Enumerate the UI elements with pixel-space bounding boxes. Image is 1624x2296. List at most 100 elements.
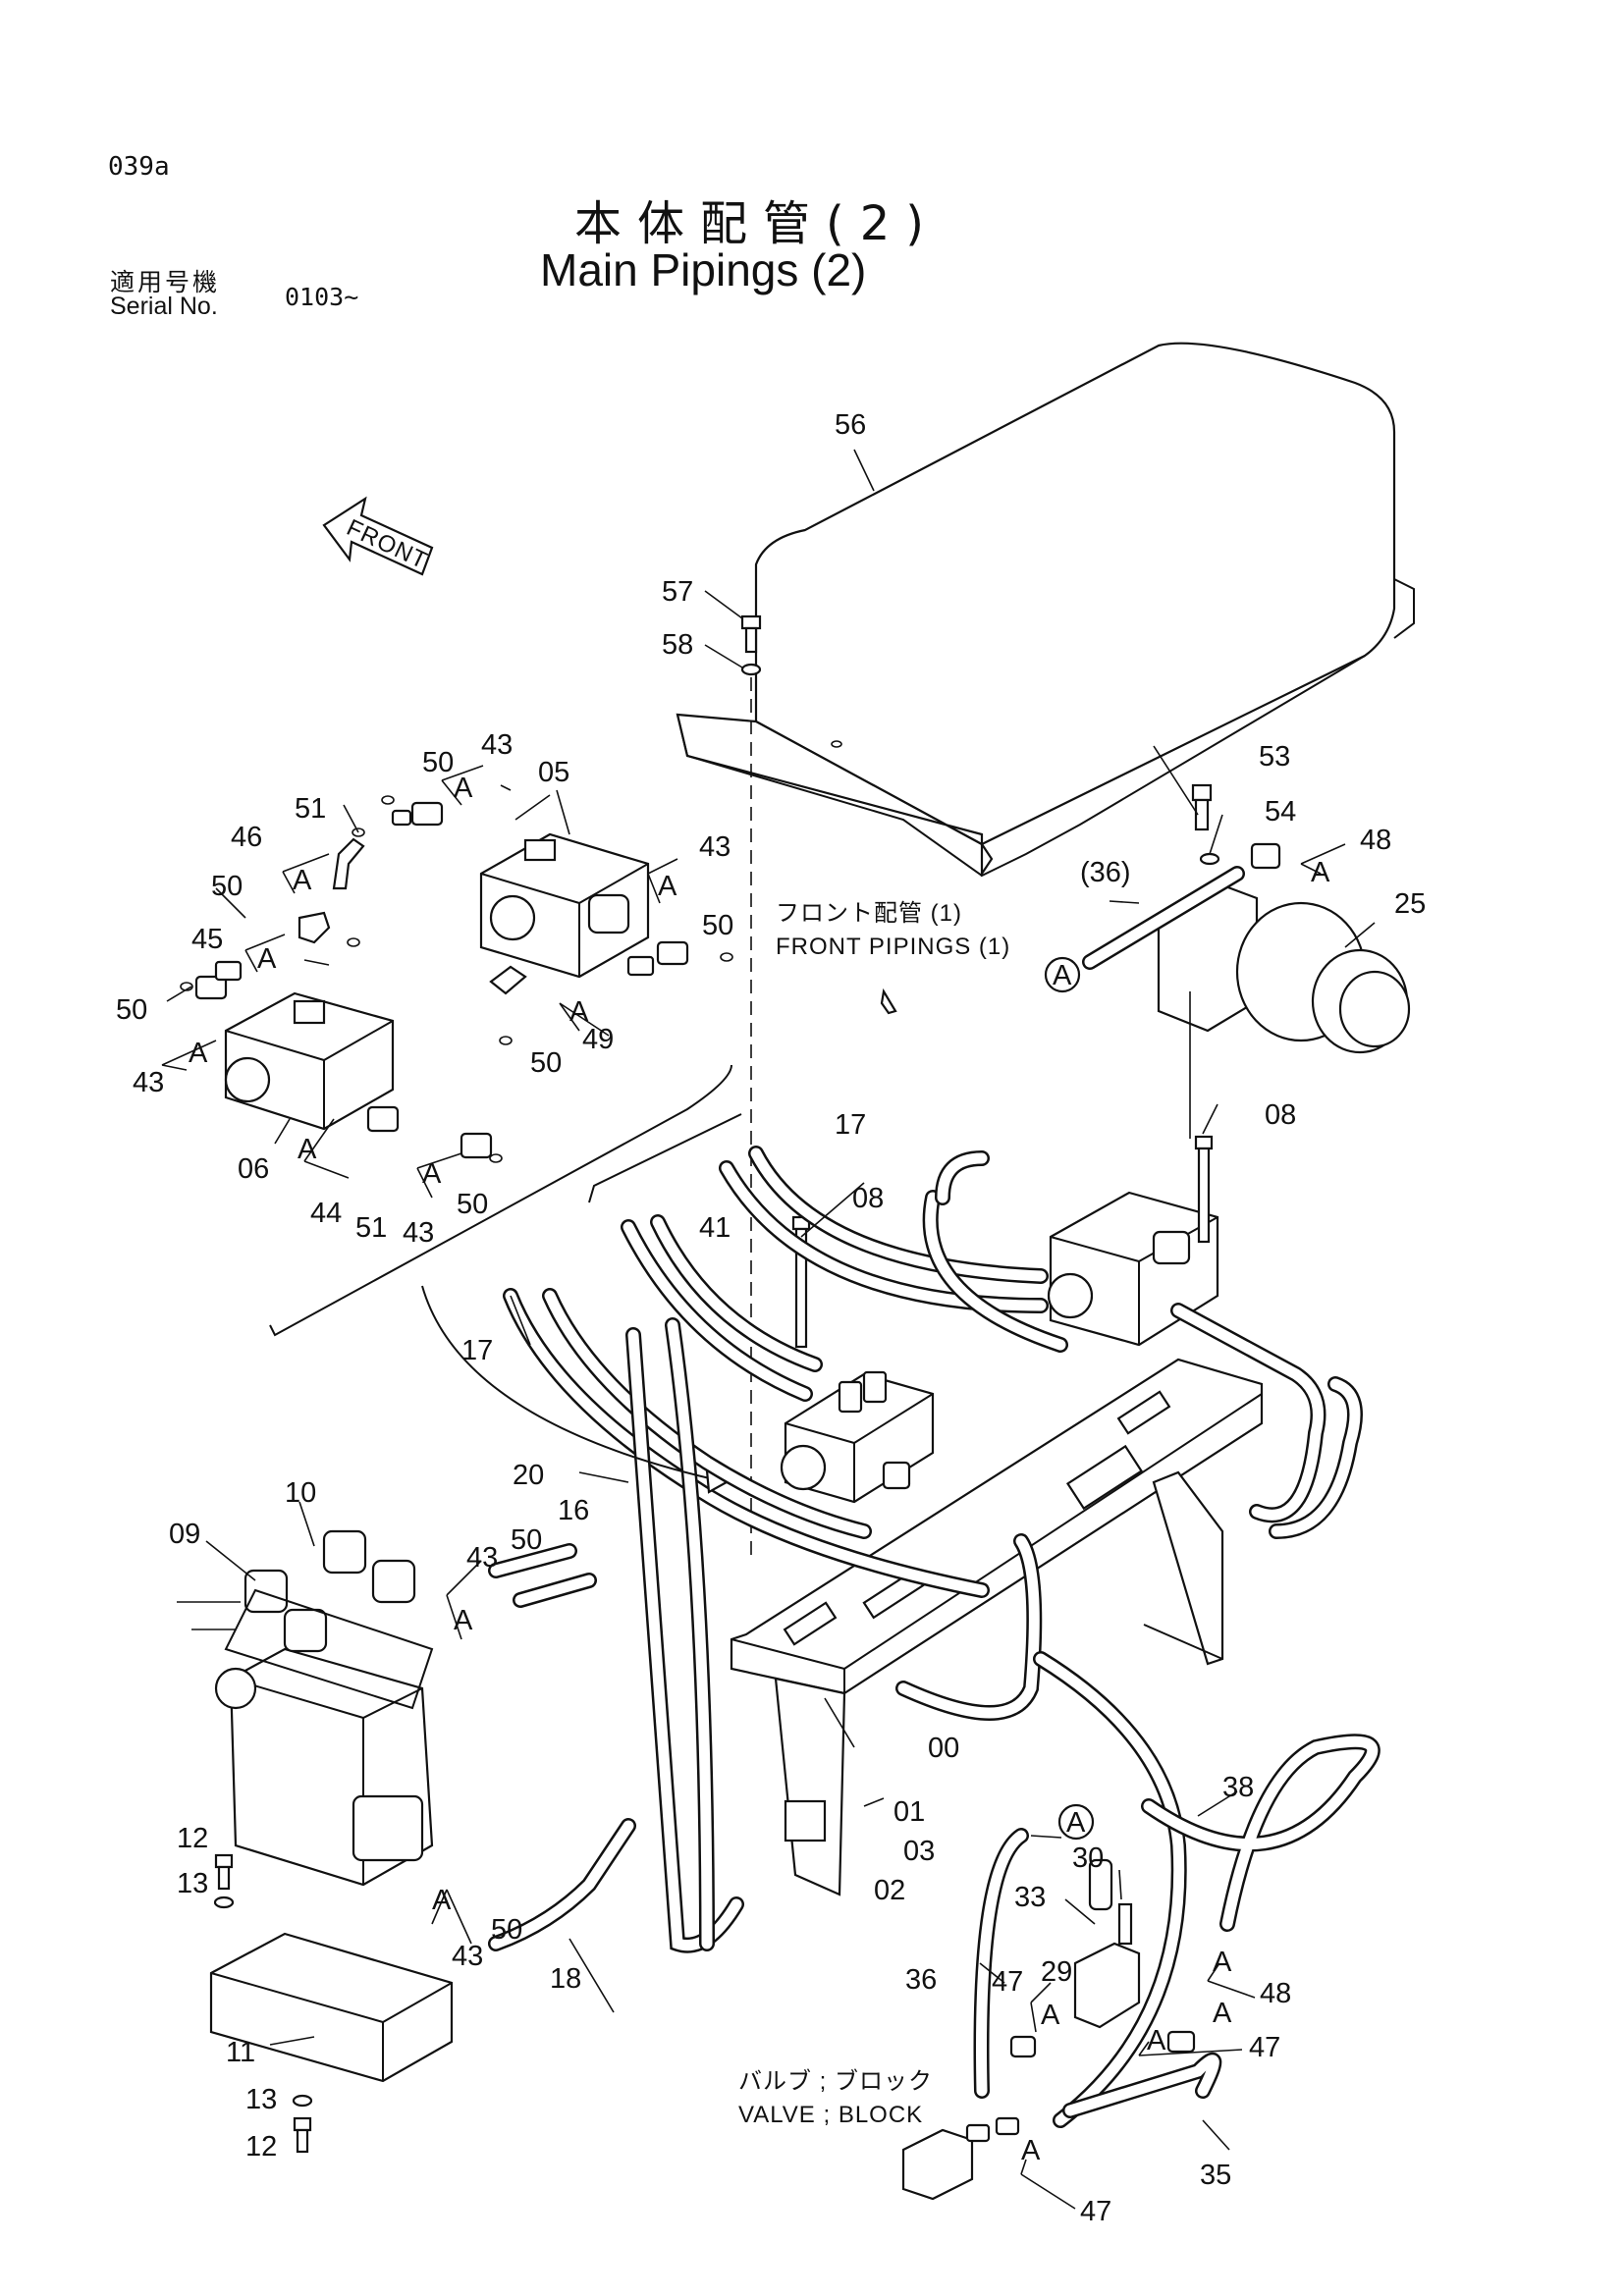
callout-45: 45 <box>191 924 223 955</box>
callout-36: 36 <box>905 1964 937 1996</box>
callout-47: 47 <box>1080 2196 1111 2227</box>
callout-43: 43 <box>466 1542 498 1574</box>
callout-33: 33 <box>1014 1882 1046 1913</box>
callout-00: 00 <box>928 1733 959 1764</box>
callout-36-reference: (36) <box>1080 857 1131 888</box>
marker-a: A <box>189 1038 208 1069</box>
circled-a-label: A <box>1066 1807 1086 1839</box>
marker-a: A <box>1213 1947 1232 1978</box>
circled-a-marker <box>1057 1803 1095 1841</box>
callout-13: 13 <box>245 2084 277 2115</box>
callout-57: 57 <box>662 576 693 608</box>
callout-02: 02 <box>874 1875 905 1906</box>
valve-block-06 <box>224 991 395 1131</box>
callout-10: 10 <box>285 1477 316 1509</box>
marker-a: A <box>1041 2000 1060 2031</box>
page-code: 039a <box>108 152 170 182</box>
serial-label-english: Serial No. <box>110 293 218 320</box>
callout-53: 53 <box>1259 741 1290 773</box>
callout-labels: 56 57 58 50 43 05 43 50 51 46 50 45 50 4… <box>116 409 1426 2227</box>
callout-03: 03 <box>903 1836 935 1867</box>
page-title-japanese: 本体配管(2) <box>574 196 940 251</box>
callout-50: 50 <box>457 1189 488 1220</box>
marker-a: A <box>422 1158 442 1190</box>
front-pipings-note-ja: フロント配管 (1) <box>776 900 962 927</box>
callout-01: 01 <box>893 1796 925 1828</box>
callout-29: 29 <box>1041 1956 1072 1988</box>
serial-label-japanese: 適用号機 <box>110 268 221 296</box>
control-valve-assembly-10 <box>177 1529 434 1887</box>
front-arrow-label: FRONT <box>343 514 432 575</box>
callout-12: 12 <box>177 1823 208 1854</box>
callout-47: 47 <box>992 1966 1023 1998</box>
bolt-57 <box>740 614 762 1561</box>
callout-30: 30 <box>1072 1842 1104 1874</box>
marker-a: A <box>257 943 277 975</box>
callout-54: 54 <box>1265 796 1296 828</box>
callout-50: 50 <box>422 747 454 778</box>
callout-05: 05 <box>538 757 569 788</box>
callout-50: 50 <box>530 1047 562 1079</box>
callout-50: 50 <box>491 1914 522 1946</box>
a-marker-brackets <box>161 765 1346 2210</box>
callout-43: 43 <box>699 831 731 863</box>
callout-43: 43 <box>481 729 513 761</box>
callout-56: 56 <box>835 409 866 441</box>
valve-block-29 <box>901 1858 1196 2201</box>
callout-08: 08 <box>852 1183 884 1214</box>
callout-44: 44 <box>310 1198 342 1229</box>
marker-a: A <box>1213 1998 1232 2029</box>
callout-51: 51 <box>295 793 326 825</box>
page-title-english: Main Pipings (2) <box>540 244 867 295</box>
marker-a: A <box>454 1605 473 1636</box>
hose-bundle-main <box>488 1146 1363 1953</box>
marker-a: A <box>1021 2135 1041 2166</box>
callout-09: 09 <box>169 1519 200 1550</box>
callout-18: 18 <box>550 1963 581 1995</box>
frame-part-00 <box>730 1358 1264 1896</box>
bracket-41-17 <box>588 1113 742 1203</box>
callout-41: 41 <box>699 1212 731 1244</box>
front-arrow-icon: FRONT <box>322 496 434 576</box>
hoses-lower-right <box>973 1651 1380 2128</box>
callout-35: 35 <box>1200 2160 1231 2191</box>
callout-50: 50 <box>211 871 243 902</box>
valve-block-note-en: VALVE ; BLOCK <box>738 2102 923 2128</box>
callout-38: 38 <box>1222 1772 1254 1803</box>
swivel-joint-25 <box>1082 783 1411 1139</box>
leader-lines <box>166 449 1376 2151</box>
callout-25: 25 <box>1394 888 1426 920</box>
marker-a: A <box>454 773 473 804</box>
marker-a: A <box>658 871 677 902</box>
marker-a: A <box>1147 2025 1166 2056</box>
serial-number-value: 0103~ <box>285 283 359 311</box>
circled-a-label: A <box>1053 960 1072 991</box>
callout-16: 16 <box>558 1495 589 1526</box>
callout-43: 43 <box>452 1941 483 1972</box>
callout-47: 47 <box>1249 2032 1280 2063</box>
callout-48: 48 <box>1360 825 1391 856</box>
front-pipings-pointer-icon <box>880 988 897 1015</box>
callout-58: 58 <box>662 629 693 661</box>
callout-11: 11 <box>226 2037 255 2068</box>
front-pipings-note-en: FRONT PIPINGS (1) <box>776 934 1010 960</box>
callout-43: 43 <box>403 1217 434 1249</box>
callout-51: 51 <box>355 1212 387 1244</box>
callout-50: 50 <box>511 1524 542 1556</box>
central-valve-block <box>780 1215 935 1504</box>
valve-block-05 <box>479 832 650 979</box>
callout-17: 17 <box>461 1335 493 1366</box>
marker-a: A <box>1311 857 1330 888</box>
callout-13: 13 <box>177 1868 208 1899</box>
callout-08: 08 <box>1265 1099 1296 1131</box>
callout-12: 12 <box>245 2131 277 2163</box>
fittings-group-upper-left <box>180 795 733 1163</box>
callout-17: 17 <box>835 1109 866 1141</box>
callout-43: 43 <box>133 1067 164 1098</box>
marker-a: A <box>298 1134 317 1165</box>
circled-a-marker <box>1044 956 1081 993</box>
callout-46: 46 <box>231 822 262 853</box>
marker-a: A <box>293 865 312 896</box>
cover-part-56 <box>676 342 1415 878</box>
